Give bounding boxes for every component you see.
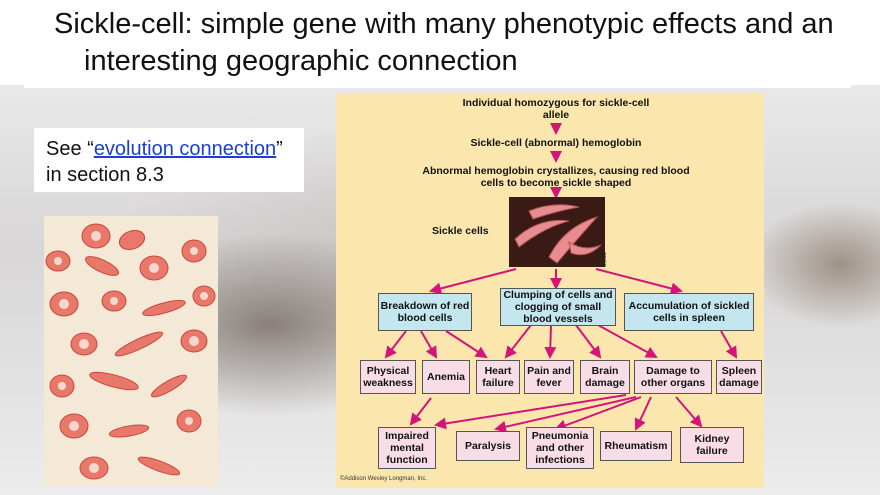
clumping-box: Clumping of cells and clogging of small … [500, 288, 616, 326]
sickle-cells-label: Sickle cells [432, 225, 489, 237]
callout-box: See “evolution connection” in section 8.… [34, 128, 304, 192]
callout-suffix: ” in section 8.3 [46, 138, 283, 186]
breakdown-box: Breakdown of red blood cells [378, 293, 472, 331]
step-abnormal-hemoglobin: Sickle-cell (abnormal) hemoglobin [470, 137, 642, 149]
title-area: Sickle-cell: simple gene with many pheno… [24, 0, 851, 88]
magnification-label: 5,555× [602, 248, 608, 267]
anemia-box: Anemia [422, 360, 470, 394]
paralysis-box: Paralysis [456, 431, 520, 461]
kidney-failure-box: Kidney failure [680, 427, 744, 463]
callout-prefix: See “ [46, 138, 94, 160]
callout-text: See “evolution connection” in section 8.… [46, 136, 301, 188]
rheumatism-box: Rheumatism [600, 431, 672, 461]
diagram-arrows [384, 123, 737, 433]
physical-weakness-box: Physical weakness [360, 360, 416, 394]
impaired-mental-function-box: Impaired mental function [378, 427, 436, 469]
blood-smear-image [44, 216, 218, 486]
copyright-credit: ©Addison Wesley Longman, Inc. [340, 476, 428, 482]
spleen-damage-box: Spleen damage [716, 360, 762, 394]
pneumonia-box: Pneumonia and other infections [526, 427, 594, 469]
heart-failure-box: Heart failure [476, 360, 520, 394]
slide-title: Sickle-cell: simple gene with many pheno… [54, 8, 834, 77]
sickle-cell-diagram: Individual homozygous for sickle-cell al… [336, 93, 764, 488]
accumulation-box: Accumulation of sickled cells in spleen [624, 293, 754, 331]
pain-fever-box: Pain and fever [524, 360, 574, 394]
sickle-cells-micrograph [509, 197, 605, 267]
step-homozygous: Individual homozygous for sickle-cell al… [462, 97, 650, 121]
step-crystallizes: Abnormal hemoglobin crystallizes, causin… [422, 165, 690, 189]
evolution-connection-link[interactable]: evolution connection [93, 138, 277, 160]
damage-other-organs-box: Damage to other organs [634, 360, 712, 394]
brain-damage-box: Brain damage [580, 360, 630, 394]
